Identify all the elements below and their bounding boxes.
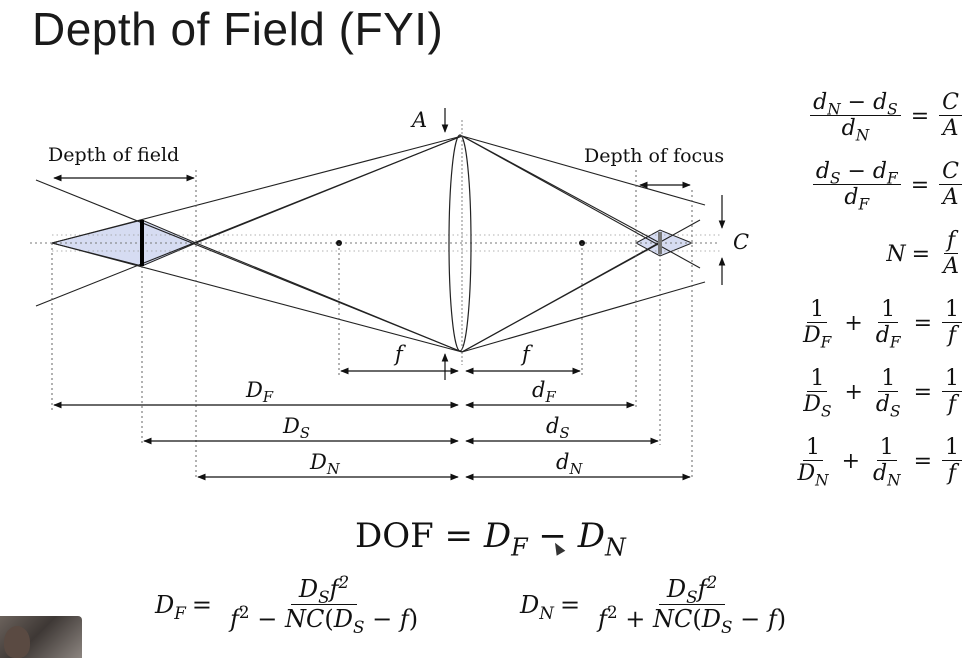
light-rays xyxy=(35,135,706,353)
object-side-cone xyxy=(51,219,198,267)
aperture-label: A xyxy=(412,108,428,132)
depth-of-field-label: Depth of field xyxy=(48,144,180,166)
dF-label: dF xyxy=(532,378,556,407)
focal-point-left xyxy=(336,240,342,246)
DF-label: DF xyxy=(246,378,274,407)
f-left-label: f xyxy=(395,342,403,366)
dof-equation: DOF = DF − DN xyxy=(355,516,626,562)
f-right-label: f xyxy=(522,342,530,366)
DN-formula: DN= DSf2 f2 + NC(DS − f) xyxy=(520,571,787,637)
image-side-cone xyxy=(634,229,694,257)
DS-label: DS xyxy=(283,414,310,443)
webcam-thumbnail xyxy=(0,616,82,658)
coc-label: C xyxy=(733,230,750,254)
lens xyxy=(448,134,472,352)
depth-of-focus-label: Depth of focus xyxy=(584,145,725,167)
dN-label: dN xyxy=(556,450,583,479)
DN-label: DN xyxy=(310,450,340,479)
dS-label: dS xyxy=(546,414,570,443)
DF-formula: DF= DSf2 f2 − NC(DS − f) xyxy=(155,571,419,637)
slide-title: Depth of Field (FYI) xyxy=(32,3,444,55)
focal-point-right xyxy=(579,240,585,246)
